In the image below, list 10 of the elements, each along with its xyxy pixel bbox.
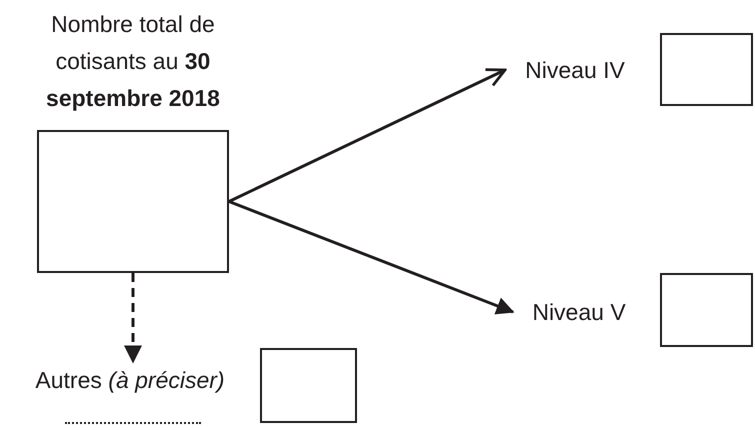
option-label: Niveau V	[532, 298, 626, 327]
option-label: Niveau IV	[525, 56, 625, 85]
arrow	[228, 200, 514, 314]
arrow	[228, 68, 506, 203]
option-label: Autres (à préciser)	[35, 366, 225, 395]
box-heading: Nombre total de cotisants au 30 septembre 2018	[46, 11, 220, 111]
answer-box	[260, 348, 357, 423]
arrow	[124, 273, 142, 364]
answer-box	[660, 273, 753, 347]
answer-box	[660, 33, 753, 106]
